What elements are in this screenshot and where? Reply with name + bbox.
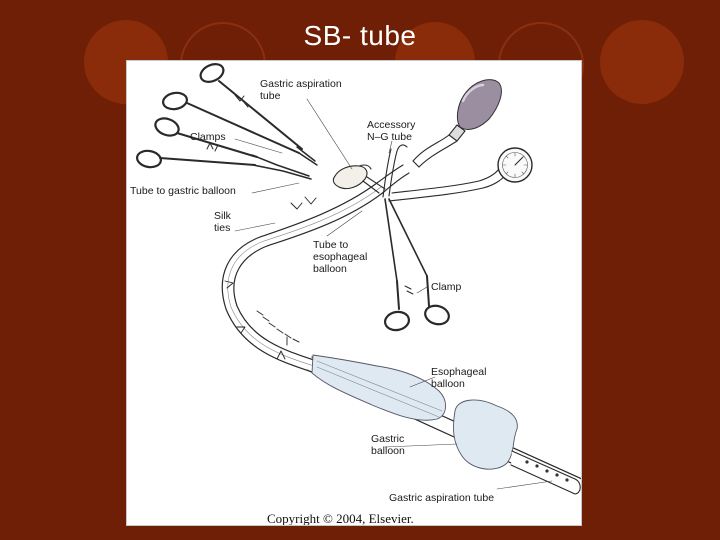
clamp-lower [383, 198, 450, 332]
label-silk-ties-line2: ties [214, 222, 230, 234]
esophageal-balloon [311, 354, 446, 421]
sb-tube-illustration: Gastric aspiration tube Clamps Accessory… [130, 63, 581, 526]
tube-to-gastric-balloon [384, 172, 410, 192]
sb-tube-diagram: Gastric aspiration tube Clamps Accessory… [126, 60, 582, 526]
accessory-ng-tube [388, 144, 408, 197]
gastric-balloon [453, 399, 518, 470]
inflation-bulb [456, 79, 502, 130]
slide-title: SB- tube [303, 20, 417, 51]
label-gastric-aspiration-tube-top-line2: tube [260, 90, 281, 102]
main-tube-inner [227, 186, 382, 367]
copyright-notice: Copyright © 2004, Elsevier. [267, 511, 414, 526]
clamps-upper [136, 63, 318, 180]
silk-ties [224, 196, 317, 360]
label-accessory-ng-tube-line2: N–G tube [367, 131, 412, 143]
label-tube-to-esophageal-balloon-line3: balloon [313, 263, 347, 275]
label-clamp: Clamp [431, 281, 462, 293]
label-gastric-balloon-line2: balloon [371, 445, 405, 457]
leader-lines [234, 98, 553, 490]
gastric-aspiration-port [332, 165, 368, 190]
aspiration-tip [510, 450, 581, 495]
label-esophageal-balloon-line2: balloon [431, 378, 465, 390]
tube-to-esophageal-balloon [391, 168, 500, 194]
tube-markings [256, 310, 300, 343]
label-tube-to-esophageal-balloon: Tube to [313, 239, 348, 251]
main-tube-outline [221, 182, 378, 373]
label-esophageal-balloon: Esophageal [431, 366, 486, 378]
label-gastric-balloon: Gastric [371, 433, 404, 445]
main-tube [233, 190, 386, 362]
decorative-circle [600, 20, 684, 104]
label-gastric-aspiration-tube-top: Gastric aspiration [260, 78, 342, 90]
label-gastric-aspiration-tube-bottom: Gastric aspiration tube [389, 492, 494, 504]
label-tube-to-esophageal-balloon-line2: esophageal [313, 251, 367, 263]
label-accessory-ng-tube: Accessory [367, 119, 416, 131]
label-clamps: Clamps [190, 131, 226, 143]
label-tube-to-gastric-balloon: Tube to gastric balloon [130, 185, 236, 197]
label-silk-ties: Silk [214, 210, 232, 222]
